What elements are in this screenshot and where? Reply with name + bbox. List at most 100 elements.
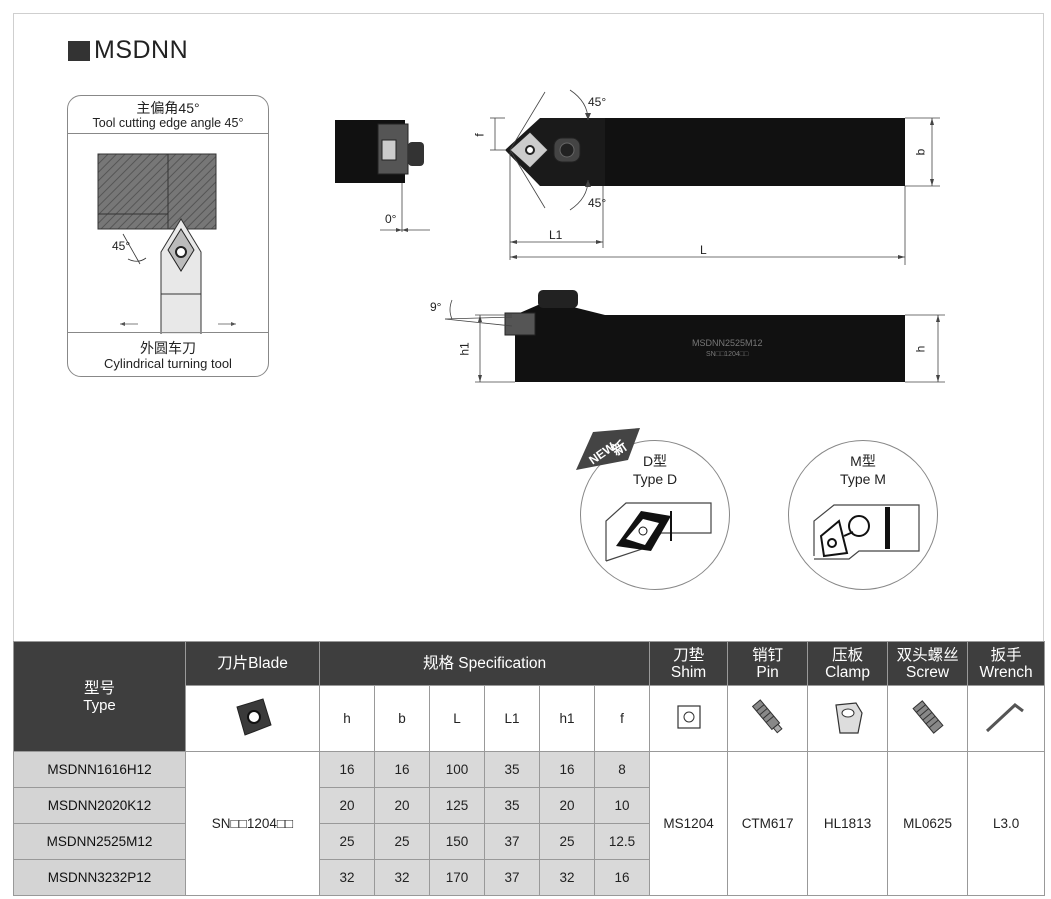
shim-value: MS1204 bbox=[649, 751, 729, 896]
turning-diagram bbox=[97, 153, 236, 334]
engraving-model: MSDNN2525M12 bbox=[692, 338, 763, 348]
row-L: 125 bbox=[429, 787, 485, 824]
spec-col-h: h bbox=[319, 685, 375, 752]
col-clamp-header: 压板 Clamp bbox=[807, 641, 889, 686]
clamp-en: Clamp bbox=[825, 663, 870, 681]
blade-value: SN□□1204□□ bbox=[185, 751, 320, 896]
table-row: MSDNN3232P12 32 32 170 37 32 16 bbox=[13, 859, 1045, 896]
dim-f: f bbox=[472, 133, 487, 137]
card-footer: 外圆车刀 Cylindrical turning tool bbox=[68, 332, 268, 376]
pin-image-cell bbox=[727, 685, 809, 752]
tool-en: Cylindrical turning tool bbox=[104, 356, 232, 371]
spec-table: 型号 Type 刀片Blade 规格 Specification 刀垫 Shim… bbox=[13, 641, 1046, 896]
row-f: 16 bbox=[593, 859, 651, 896]
row-b: 32 bbox=[374, 859, 430, 896]
row-L: 150 bbox=[429, 823, 485, 860]
row-h1: 32 bbox=[539, 859, 595, 896]
angle-cn: 主偏角45° bbox=[136, 100, 200, 116]
title-text: MSDNN bbox=[94, 36, 189, 64]
wrench-en: Wrench bbox=[979, 663, 1033, 681]
wrench-image-cell bbox=[967, 685, 1046, 752]
clamp-value: HL1813 bbox=[807, 751, 889, 896]
shim-en: Shim bbox=[670, 663, 707, 681]
pin-value: CTM617 bbox=[727, 751, 809, 896]
clamp-cn: 压板 bbox=[832, 646, 864, 664]
spec-col-h1: h1 bbox=[539, 685, 595, 752]
row-L: 170 bbox=[429, 859, 485, 896]
pin-icon bbox=[751, 699, 783, 734]
end-view-drawing bbox=[335, 120, 430, 232]
dim-nine-angle: 9° bbox=[430, 300, 442, 314]
col-blade-header: 刀片Blade bbox=[185, 641, 320, 686]
dim-L: L bbox=[700, 243, 707, 257]
spec-col-L1: L1 bbox=[484, 685, 540, 752]
row-type: MSDNN2525M12 bbox=[13, 823, 186, 860]
row-b: 16 bbox=[374, 751, 430, 788]
wrench-cn: 扳手 bbox=[990, 646, 1022, 664]
col-pin-header: 销钉 Pin bbox=[727, 641, 809, 686]
screw-value: ML0625 bbox=[887, 751, 969, 896]
new-badge-icon: NEW 新 bbox=[576, 428, 640, 470]
screw-icon bbox=[911, 700, 944, 734]
row-h: 20 bbox=[319, 787, 375, 824]
col-type-header: 型号 Type bbox=[13, 641, 186, 752]
row-L1: 37 bbox=[484, 823, 540, 860]
engraving-blade: SN□□1204□□ bbox=[706, 351, 749, 358]
row-f: 8 bbox=[593, 751, 651, 788]
col-wrench-header: 扳手 Wrench bbox=[967, 641, 1046, 686]
row-type: MSDNN3232P12 bbox=[13, 859, 186, 896]
dim-angle-bottom: 45° bbox=[588, 196, 607, 210]
spec-col-b: b bbox=[374, 685, 430, 752]
blade-image-cell bbox=[185, 685, 320, 752]
dim-h1: h1 bbox=[457, 342, 472, 356]
spec-col-f: f bbox=[593, 685, 651, 752]
card-angle-label: 45° bbox=[112, 239, 131, 253]
type-m-label-en: Type M bbox=[840, 471, 886, 487]
card-header: 主偏角45° Tool cutting edge angle 45° bbox=[68, 96, 268, 134]
shim-cn: 刀垫 bbox=[673, 646, 705, 664]
type-d-clamp-diagram bbox=[605, 502, 712, 562]
table-row: MSDNN1616H12 SN□□1204□□ 16 16 100 35 16 … bbox=[13, 751, 1046, 896]
row-L1: 35 bbox=[484, 751, 540, 788]
title-square-icon bbox=[68, 40, 90, 61]
shim-image-cell bbox=[649, 685, 729, 752]
type-d-label-cn: D型 bbox=[642, 453, 668, 469]
row-h1: 16 bbox=[539, 751, 595, 788]
row-b: 20 bbox=[374, 787, 430, 824]
dim-L1: L1 bbox=[549, 228, 563, 242]
tool-cn: 外圆车刀 bbox=[140, 340, 196, 356]
row-h: 32 bbox=[319, 859, 375, 896]
col-shim-header: 刀垫 Shim bbox=[649, 641, 729, 686]
screw-image-cell bbox=[887, 685, 969, 752]
spec-col-L: L bbox=[429, 685, 485, 752]
wrench-icon bbox=[986, 703, 1024, 733]
dim-zero-angle: 0° bbox=[385, 212, 397, 226]
row-L: 100 bbox=[429, 751, 485, 788]
screw-en: Screw bbox=[906, 663, 950, 681]
row-type: MSDNN1616H12 bbox=[13, 751, 186, 788]
wrench-value: L3.0 bbox=[967, 751, 1046, 896]
dim-h: h bbox=[913, 345, 928, 353]
type-m-clamp-diagram bbox=[813, 504, 920, 560]
type-cn: 型号 bbox=[83, 679, 115, 697]
col-screw-header: 双头螺丝 Screw bbox=[887, 641, 969, 686]
top-view-drawing bbox=[490, 89, 940, 265]
page-title: MSDNN bbox=[68, 36, 188, 65]
row-h: 25 bbox=[319, 823, 375, 860]
type-d-label-en: Type D bbox=[632, 471, 678, 487]
row-type: MSDNN2020K12 bbox=[13, 787, 186, 824]
row-L1: 37 bbox=[484, 859, 540, 896]
side-view-drawing bbox=[444, 290, 945, 383]
type-d-circle: D型 Type D bbox=[580, 440, 730, 590]
row-h1: 25 bbox=[539, 823, 595, 860]
type-en: Type bbox=[83, 696, 116, 714]
shim-icon bbox=[676, 705, 701, 729]
dim-angle-top: 45° bbox=[588, 95, 607, 109]
blade-insert-icon bbox=[235, 698, 272, 736]
clamp-image-cell bbox=[807, 685, 889, 752]
col-spec-header: 规格 Specification bbox=[318, 641, 651, 686]
table-row: MSDNN2020K12 20 20 125 35 20 10 bbox=[13, 787, 1045, 824]
row-f: 12.5 bbox=[593, 823, 651, 860]
dim-b: b bbox=[913, 148, 928, 156]
type-m-label-cn: M型 bbox=[850, 453, 876, 469]
